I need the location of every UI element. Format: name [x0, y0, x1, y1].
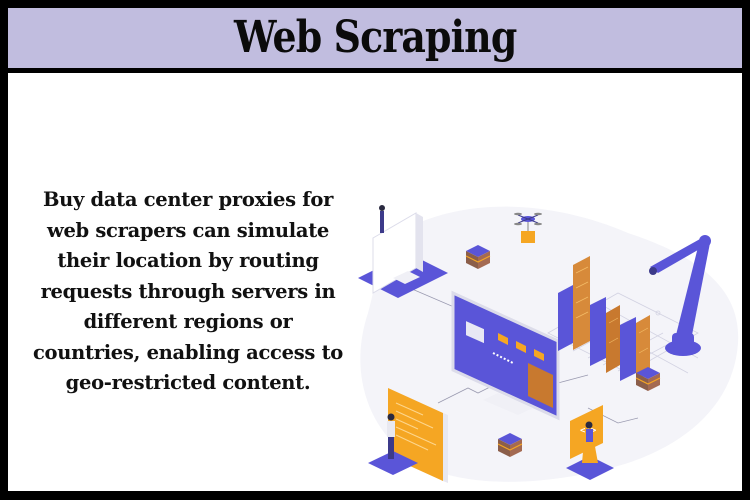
person-figure: [566, 421, 614, 480]
drone-icon: [514, 212, 542, 243]
text-line: different regions or: [83, 310, 293, 333]
description-text: Buy data center proxies for web scrapers…: [18, 185, 358, 399]
text-line: Buy data center proxies for: [42, 188, 334, 211]
web-scraping-illustration: </>: [358, 205, 739, 483]
text-line: geo-restricted content.: [65, 371, 311, 394]
server-racks: [558, 256, 650, 381]
data-cube: [635, 367, 661, 391]
person-figure: [368, 413, 418, 475]
data-cube: [497, 433, 523, 457]
text-line: requests through servers in: [40, 279, 336, 303]
page-title: Web Scraping: [233, 12, 517, 63]
content-panel: Buy data center proxies for web scrapers…: [8, 73, 742, 491]
left-monitor: [358, 205, 448, 298]
text-line: web scrapers can simulate: [46, 218, 330, 242]
data-cube: [465, 245, 491, 269]
title-banner: Web Scraping: [8, 8, 742, 68]
main-screen: [451, 290, 560, 421]
text-line: countries, enabling access to: [32, 340, 343, 364]
text-line: their location by routing: [57, 249, 319, 272]
robotic-arm: [649, 235, 711, 356]
